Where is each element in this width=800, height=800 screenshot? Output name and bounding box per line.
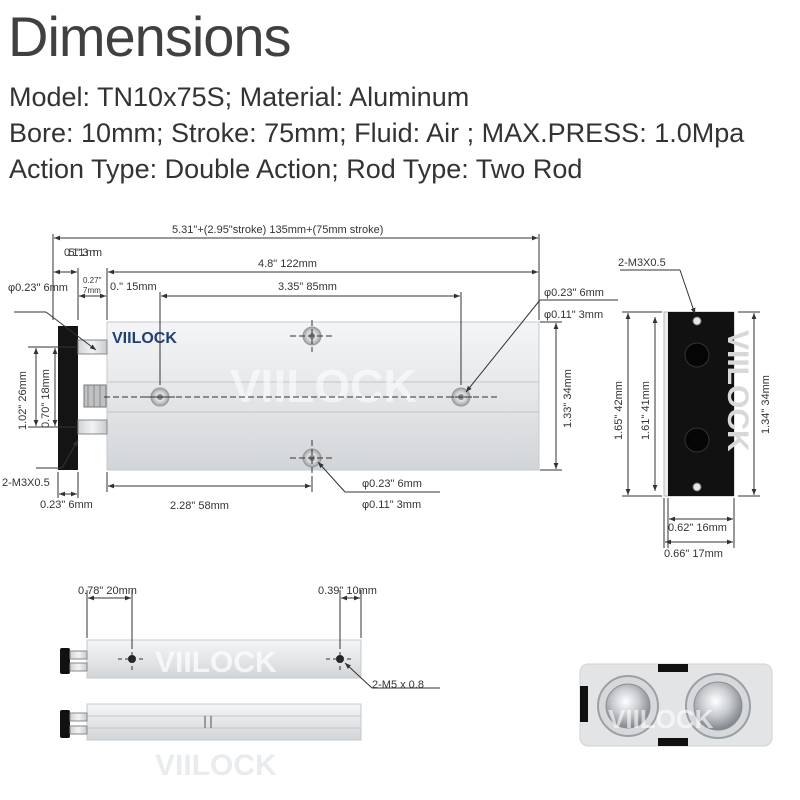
side-view-top-plate bbox=[60, 648, 70, 674]
dim-plate-thickness: 0.23" 6mm bbox=[40, 499, 93, 511]
end-view-screw-bottom bbox=[692, 482, 702, 492]
dim-gap-in: 0.27" bbox=[83, 276, 102, 285]
port-thread-label: 2-M5 x 0.8 bbox=[372, 679, 424, 691]
dim-hole-offset: 0." 15mm bbox=[110, 281, 157, 293]
end-view-plate bbox=[668, 312, 734, 496]
rod-nut bbox=[83, 384, 107, 408]
end-view: VIILOCK 2-M3X0.5 1.65" 42mm 1.61" 41mm 1… bbox=[613, 257, 772, 560]
dim-bottom-offset: 2.28" 58mm bbox=[170, 500, 229, 512]
side-view-bottom: VIILOCK bbox=[60, 703, 362, 782]
end-plate bbox=[58, 326, 78, 470]
end-view-screw-top bbox=[692, 316, 702, 326]
side-view-top: VIILOCK 0.78" 20mm 0.39" 10mm 2-M5 x 0.8 bbox=[60, 585, 440, 691]
dim-end-body-height: 1.34" 34mm bbox=[760, 375, 772, 434]
dim-body-length: 4.8" 122mm bbox=[258, 258, 317, 270]
port-photo-watermark: VIILOCK bbox=[608, 704, 714, 734]
dim-overall-length: 5.31"+(2.95"stroke) 135mm+(75mm stroke) bbox=[172, 224, 383, 236]
dim-hole-dia-top: φ0.23" 6mm bbox=[544, 287, 604, 299]
side-view-watermark: VIILOCK bbox=[155, 646, 277, 679]
dim-rod-dia: φ0.23" 6mm bbox=[8, 282, 68, 294]
dim-end-outer-width: 0.66" 17mm bbox=[664, 548, 723, 560]
side-view-bottom-watermark: VIILOCK bbox=[155, 749, 277, 782]
dim-hole-spacing: 3.35" 85mm bbox=[278, 281, 337, 293]
side-view-bottom-body bbox=[86, 703, 362, 741]
dim-body-height: 1.33" 34mm bbox=[562, 369, 574, 428]
dim-end-plate-height: 1.65" 42mm bbox=[613, 381, 625, 440]
dim-end-hole-height: 1.61" 41mm bbox=[640, 381, 652, 440]
dim-end-plate: 0.51" 13mm bbox=[64, 247, 102, 259]
end-view-rod-hole-bottom bbox=[684, 427, 710, 453]
end-view-brand: VIILOCK bbox=[721, 330, 754, 452]
side-view-bottom-plate bbox=[60, 710, 70, 738]
brand-label: VIILOCK bbox=[112, 330, 177, 347]
dim-hole-dia-bottom: φ0.23" 6mm bbox=[362, 478, 422, 490]
end-view-rod-hole-top bbox=[684, 342, 710, 368]
dim-port-right: 0.39" 10mm bbox=[318, 585, 377, 597]
dim-end-inner-width: 0.62" 16mm bbox=[668, 522, 727, 534]
end-thread-label: 2-M3X0.5 bbox=[618, 257, 666, 269]
port-photo: VIILOCK bbox=[579, 663, 773, 747]
front-view: VIILOCK VIILOCK bbox=[2, 224, 618, 512]
dim-gap-mm: 7mm bbox=[83, 286, 101, 295]
spec-bore: Bore: 10mm; Stroke: 75mm; Fluid: Air ; M… bbox=[9, 118, 745, 148]
spec-action: Action Type: Double Action; Rod Type: Tw… bbox=[9, 154, 583, 184]
rod-lower bbox=[77, 419, 108, 435]
dim-thread-left: 2-M3X0.5 bbox=[2, 477, 50, 489]
dim-rod-pitch: 0.70" 18mm bbox=[40, 369, 52, 428]
dim-hole-thread-bottom: φ0.11" 3mm bbox=[362, 499, 421, 511]
dim-hole-thread-top: φ0.11" 3mm bbox=[544, 309, 603, 321]
dim-port-left: 0.78" 20mm bbox=[78, 585, 137, 597]
spec-model: Model: TN10x75S; Material: Aluminum bbox=[9, 82, 470, 112]
page-title: Dimensions bbox=[8, 5, 292, 68]
header: Dimensions Model: TN10x75S; Material: Al… bbox=[0, 0, 800, 200]
dim-rod-spacing: 1.02" 26mm bbox=[17, 371, 29, 430]
watermark-logo: VIILOCK bbox=[230, 360, 417, 412]
